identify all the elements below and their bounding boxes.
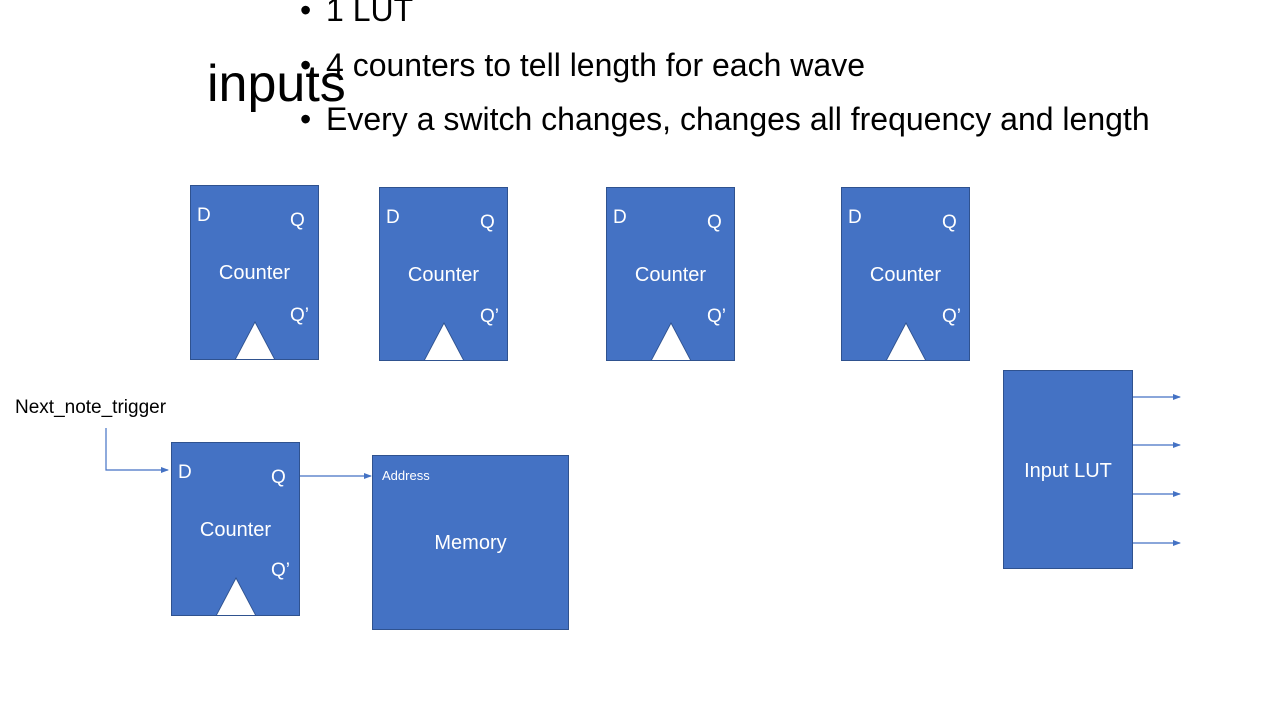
d-port-label: D	[178, 462, 192, 483]
bullet-dot-icon: •	[300, 47, 312, 83]
d-port-label: D	[197, 205, 211, 226]
q-port-label: Q	[942, 212, 957, 233]
counter-block: D Q Counter Q’	[841, 187, 970, 361]
qbar-port-label: Q’	[707, 306, 726, 327]
clock-triangle-icon	[235, 323, 274, 359]
q-port-label: Q	[480, 212, 495, 233]
note-counter-block: D Q Counter Q’	[171, 442, 300, 616]
counter-label: Counter	[869, 264, 942, 286]
d-port-label: D	[386, 207, 400, 228]
d-port-label: D	[613, 207, 627, 228]
counter-block: D Q Counter Q’	[190, 185, 319, 360]
q-port-label: Q	[271, 467, 286, 488]
bullet-dot-icon: •	[300, 0, 312, 28]
bullet-text: 1 LUT	[326, 0, 414, 28]
bullet-item: • 4 counters to tell length for each wave	[300, 49, 865, 81]
counter-block: D Q Counter Q’	[606, 187, 735, 361]
bullet-item: • 1 LUT	[300, 0, 413, 26]
clock-triangle-icon	[424, 324, 463, 360]
clock-triangle-icon	[216, 579, 255, 615]
qbar-port-label: Q’	[290, 305, 309, 326]
slide-title: inputs	[207, 55, 346, 113]
address-port-label: Address	[382, 468, 430, 483]
bullet-text: 4 counters to tell length for each wave	[326, 47, 865, 83]
bullet-item: • Every a switch changes, changes all fre…	[300, 103, 1150, 135]
counter-label: Counter	[218, 262, 291, 284]
qbar-port-label: Q’	[942, 306, 961, 327]
bullet-dot-icon: •	[300, 101, 312, 137]
clock-triangle-icon	[651, 324, 690, 360]
clock-triangle-icon	[886, 324, 925, 360]
qbar-port-label: Q’	[480, 306, 499, 327]
memory-block: Address Memory	[372, 455, 569, 630]
qbar-port-label: Q’	[271, 560, 290, 581]
q-port-label: Q	[707, 212, 722, 233]
input-lut-label: Input LUT	[1024, 460, 1112, 482]
next-note-trigger-label: Next_note_trigger	[15, 397, 167, 418]
counter-block: D Q Counter Q’	[379, 187, 508, 361]
memory-label: Memory	[434, 532, 507, 554]
bullet-text: Every a switch changes, changes all freq…	[326, 101, 1150, 137]
d-port-label: D	[848, 207, 862, 228]
counter-label: Counter	[634, 264, 707, 286]
input-lut-block: Input LUT	[1003, 370, 1133, 569]
trigger-wire	[105, 428, 169, 473]
q-port-label: Q	[290, 210, 305, 231]
counter-label: Counter	[199, 519, 272, 541]
counter-label: Counter	[407, 264, 480, 286]
